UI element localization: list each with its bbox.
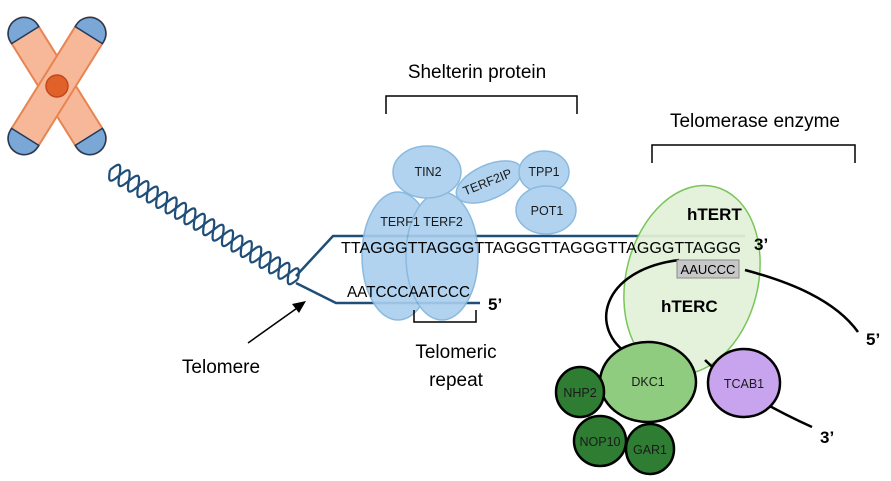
top-strand-sequence: TTAGGGTTAGGGTTAGGGTTAGGGTTAGGGTTAGGG — [341, 240, 741, 257]
telomerase-bracket — [651, 144, 856, 163]
chromosome — [7, 16, 107, 156]
template-box — [676, 259, 740, 279]
pot1-label: POT1 — [531, 204, 564, 218]
centromere — [45, 74, 69, 98]
tin2-protein — [392, 145, 462, 199]
bottom-strand-sequence: AATCCCAATCCC — [347, 284, 470, 301]
telomere-cap — [7, 16, 40, 45]
tpp1-label: TPP1 — [528, 165, 559, 179]
hterc-3prime: 3’ — [820, 428, 834, 447]
dna-helix — [108, 163, 300, 286]
nhp2-label: NHP2 — [563, 386, 596, 400]
terf2-label: TERF2 — [423, 215, 463, 229]
pot1-protein — [515, 185, 577, 235]
gar1-subunit — [624, 422, 676, 476]
tin2-label: TIN2 — [414, 165, 441, 179]
telomerase-subunits — [554, 340, 782, 476]
telomere-cap — [7, 127, 40, 156]
helix-strand — [109, 163, 299, 286]
dkc1-label: DKC1 — [631, 375, 664, 389]
nhp2-subunit — [554, 365, 606, 419]
telomere-label: Telomere — [182, 357, 260, 378]
top-strand-3prime: 3’ — [754, 235, 768, 254]
shelterin-bracket — [385, 95, 578, 114]
telomeric-repeat-label-line1: Telomeric — [415, 342, 496, 363]
top-strand-line — [295, 234, 745, 277]
tcab1-label: TCAB1 — [724, 377, 764, 391]
telomerase-label: Telomerase enzyme — [670, 111, 840, 132]
telomeric-repeat-label-line2: repeat — [429, 370, 484, 391]
shelterin-complex — [361, 145, 577, 321]
shelterin-label: Shelterin protein — [408, 62, 546, 83]
htert-label: hTERT — [687, 205, 742, 224]
telomere-cap — [74, 16, 107, 45]
bottom-strand-5prime: 5’ — [488, 295, 502, 314]
terf1-label: TERF1 — [380, 215, 420, 229]
tcab1-subunit — [706, 347, 782, 419]
hterc-label: hTERC — [661, 297, 718, 316]
telomere-cap — [74, 127, 107, 156]
gar1-label: GAR1 — [633, 443, 667, 457]
nop10-label: NOP10 — [580, 435, 621, 449]
hterc-5prime: 5’ — [866, 330, 880, 349]
telomere-arrow — [247, 301, 306, 344]
template-sequence: AAUCCC — [681, 262, 736, 277]
telomeric-repeat-bracket — [413, 310, 477, 323]
